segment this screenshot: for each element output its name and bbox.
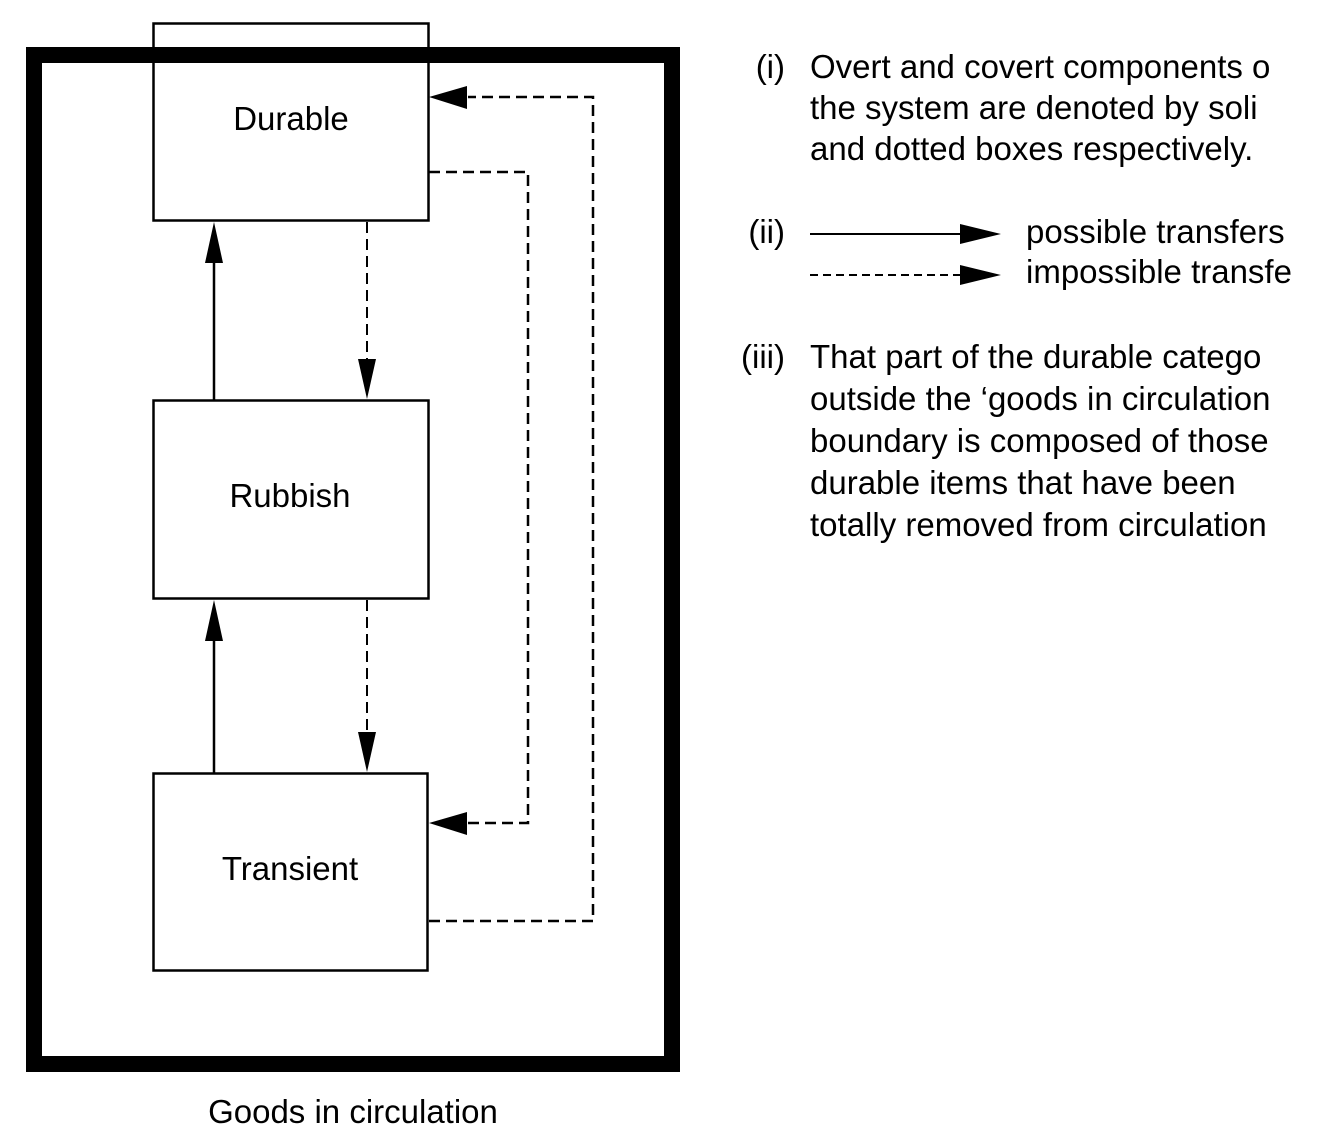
note-iii-line-1: That part of the durable catego — [810, 338, 1262, 375]
node-rubbish-label: Rubbish — [229, 477, 350, 514]
arrowhead-icon — [429, 812, 467, 835]
note-iii-line-2: outside the ‘goods in circulation — [810, 380, 1271, 417]
legend-dashed-arrow — [810, 265, 1001, 285]
note-iii-line-4: durable items that have been — [810, 464, 1236, 501]
node-transient: Transient — [152, 772, 429, 972]
note-i-line-1: Overt and covert components o — [810, 48, 1271, 85]
arrowhead-icon — [358, 359, 376, 399]
edge-transient-to-rubbish — [205, 600, 223, 773]
note-iii-line-5: totally removed from circulation — [810, 506, 1267, 543]
boundary-caption: Goods in circulation — [208, 1093, 498, 1130]
edge-rubbish-to-transient — [358, 600, 376, 772]
note-i-line-2: the system are denoted by soli — [810, 89, 1258, 126]
node-durable-label: Durable — [233, 100, 349, 137]
edge-durable-to-transient — [429, 170, 530, 835]
legend-impossible-label: impossible transfe — [1026, 253, 1292, 290]
note-iii-line-3: boundary is composed of those — [810, 422, 1269, 459]
note-ii-number: (ii) — [748, 213, 785, 250]
edge-rubbish-to-durable — [205, 222, 223, 400]
edge-durable-to-rubbish — [358, 222, 376, 399]
arrowhead-icon — [358, 732, 376, 772]
arrowhead-icon — [960, 224, 1001, 244]
note-iii-number: (iii) — [741, 338, 785, 375]
arrowhead-icon — [205, 600, 223, 641]
arrowhead-icon — [429, 86, 467, 109]
node-durable: Durable — [152, 22, 430, 222]
node-transient-label: Transient — [222, 850, 358, 887]
goods-in-circulation-boundary — [26, 47, 680, 1072]
legend-solid-arrow — [810, 224, 1001, 244]
arrowhead-icon — [205, 222, 223, 263]
node-rubbish: Rubbish — [152, 399, 430, 600]
arrowhead-icon — [960, 265, 1001, 285]
edge-transient-to-durable — [429, 86, 595, 923]
note-i-number: (i) — [755, 48, 785, 85]
legend-possible-label: possible transfers — [1026, 213, 1285, 250]
note-i-line-3: and dotted boxes respectively. — [810, 130, 1254, 167]
